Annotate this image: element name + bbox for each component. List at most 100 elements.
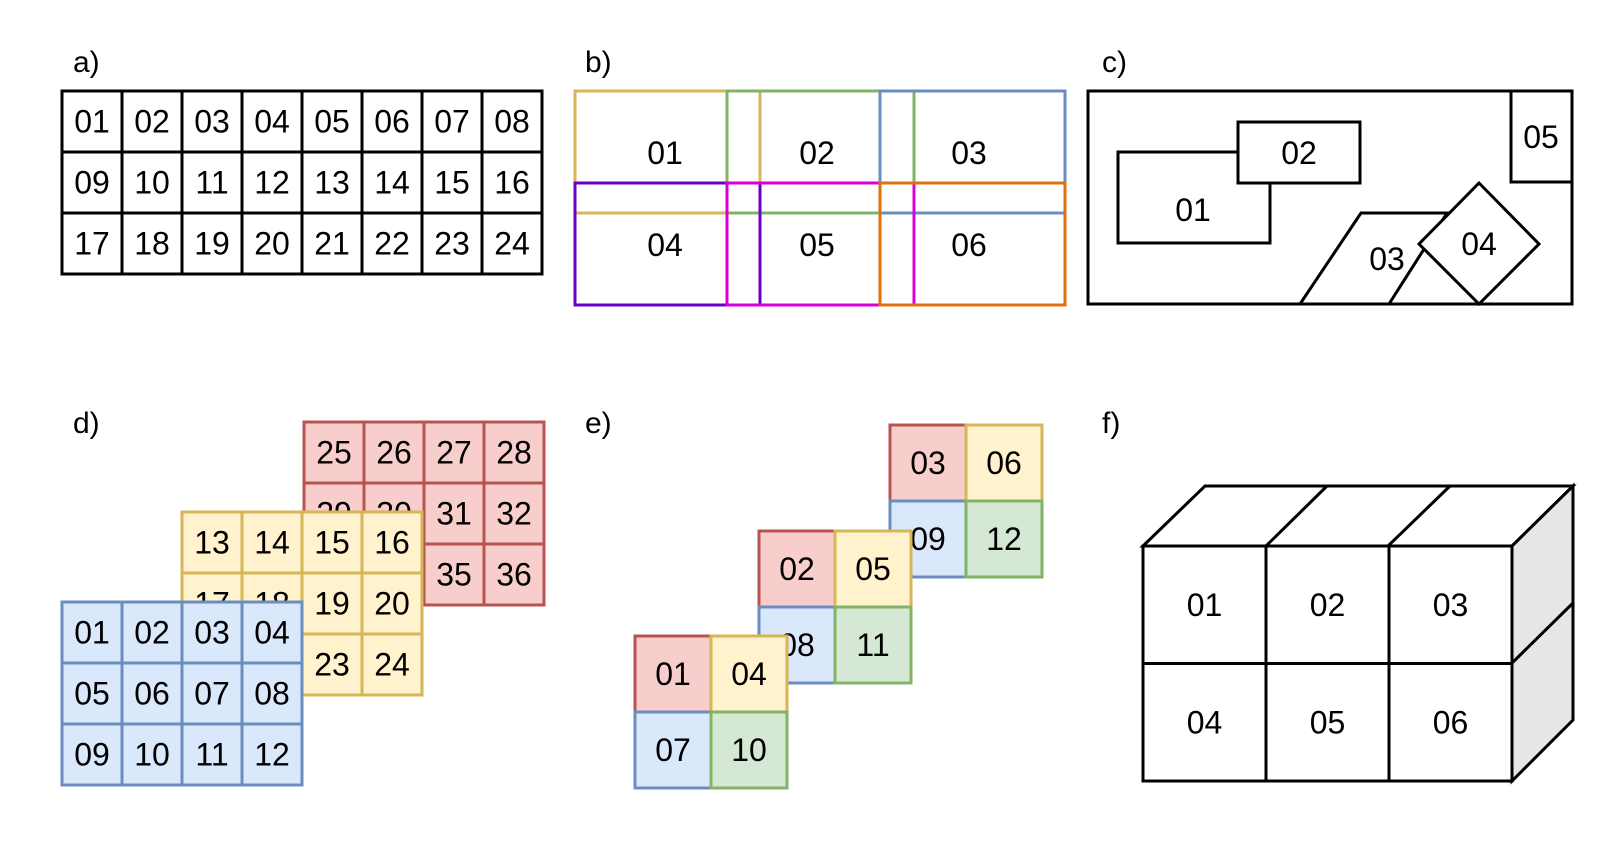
layer-cell-label: 05 <box>74 676 110 712</box>
overlap-block-label: 02 <box>799 135 835 171</box>
block-cell-label: 01 <box>655 656 691 692</box>
overlap-block-label: 05 <box>799 227 835 263</box>
grid-cell-label: 08 <box>494 104 530 140</box>
box-front-cell-label: 01 <box>1187 587 1223 623</box>
shape-02-label: 02 <box>1281 135 1317 171</box>
layer-cell-label: 19 <box>314 586 350 622</box>
box-front-cell-label: 02 <box>1310 587 1346 623</box>
overlap-block-label: 04 <box>647 227 683 263</box>
box-top-divider-1 <box>1264 484 1329 548</box>
block-cell-label: 10 <box>731 732 767 768</box>
layer-cell-label: 01 <box>74 615 110 651</box>
box-front-cell-label: 06 <box>1433 704 1469 740</box>
block-cell-label: 11 <box>856 627 889 663</box>
layer-cell-label: 13 <box>194 525 230 561</box>
panel-d-label: d) <box>73 407 100 440</box>
grid-cell-label: 19 <box>194 226 230 262</box>
overlap-block-label: 03 <box>951 135 987 171</box>
box-top-divider-2 <box>1386 484 1452 548</box>
layer-cell-label: 28 <box>496 435 532 471</box>
layer-cell <box>180 661 244 726</box>
overlap-block <box>878 89 1067 215</box>
block-cell <box>964 499 1044 579</box>
grid-cell <box>180 211 244 276</box>
grid-cell-label: 22 <box>374 226 410 262</box>
block-cell-label: 05 <box>855 551 891 587</box>
grid-cell-label: 09 <box>74 165 110 201</box>
panel-a-label: a) <box>73 46 100 79</box>
shape-03 <box>1297 211 1450 306</box>
grid-cell <box>480 150 544 215</box>
block-cell-label: 12 <box>986 521 1022 557</box>
block-cell <box>964 423 1044 503</box>
layer-cell-label: 08 <box>254 676 290 712</box>
shape-02 <box>1236 120 1362 185</box>
layer-cell <box>240 600 304 665</box>
box-front-cell-label: 03 <box>1433 587 1469 623</box>
box-top-face <box>1139 484 1577 548</box>
grid-cell-label: 16 <box>494 165 530 201</box>
layer-cell <box>60 722 124 787</box>
layer-cell-label: 31 <box>436 496 472 532</box>
block-cell-label: 03 <box>910 445 946 481</box>
panel-b-label: b) <box>585 46 612 79</box>
shape-05-label: 05 <box>1523 119 1559 155</box>
grid-cell-label: 24 <box>494 226 530 262</box>
layer-cell-label: 07 <box>194 676 230 712</box>
layer-cell <box>360 571 424 636</box>
overlap-block <box>878 181 1067 307</box>
grid-cell-label: 05 <box>314 104 350 140</box>
grid-cell-label: 23 <box>434 226 470 262</box>
layer-cell-label: 03 <box>194 615 230 651</box>
shape-04-label: 04 <box>1461 226 1497 262</box>
layer-cell-label: 24 <box>374 647 410 683</box>
grid-cell-label: 14 <box>374 165 410 201</box>
overlap-block-label: 06 <box>951 227 987 263</box>
grid-cell-label: 21 <box>314 226 350 262</box>
layer-cell-label: 36 <box>496 557 532 593</box>
block-cell-label: 07 <box>655 732 691 768</box>
layer-cell-label: 32 <box>496 496 532 532</box>
grid-cell <box>300 211 364 276</box>
grid-cell <box>120 150 184 215</box>
grid-cell-label: 03 <box>194 104 230 140</box>
box-front-cell <box>1387 662 1514 783</box>
layer-cell-label: 02 <box>134 615 170 651</box>
panel-c-irregular-shapes: 01 02 03 04 05 <box>1086 89 1574 307</box>
grid-cell-label: 17 <box>74 226 110 262</box>
layer-cell-label: 35 <box>436 557 472 593</box>
block-cell <box>709 710 789 790</box>
layer-cell <box>360 510 424 575</box>
layer-cell-label: 04 <box>254 615 290 651</box>
layer-cell-label: 06 <box>134 676 170 712</box>
grid-cell-label: 07 <box>434 104 470 140</box>
overlap-block <box>573 89 762 215</box>
panel-f-label: f) <box>1102 407 1120 440</box>
layer-cell-label: 14 <box>254 525 290 561</box>
grid-cell-label: 02 <box>134 104 170 140</box>
layer-cell-label: 27 <box>436 435 472 471</box>
panel-e-label: e) <box>585 407 612 440</box>
grid-cell <box>240 211 304 276</box>
block-cell <box>833 529 913 609</box>
layer-cell <box>422 481 486 546</box>
shape-05 <box>1509 89 1574 184</box>
grid-cell-label: 06 <box>374 104 410 140</box>
grid-cell-label: 11 <box>195 165 228 201</box>
grid-cell-label: 04 <box>254 104 290 140</box>
block-cell-label: 04 <box>731 656 767 692</box>
layer-cell <box>240 722 304 787</box>
layer-cell-label: 15 <box>314 525 350 561</box>
shape-03-label: 03 <box>1369 241 1405 277</box>
overlap-block <box>725 181 916 307</box>
layer-cell <box>482 542 546 607</box>
overlap-block <box>573 181 762 307</box>
layer-cell <box>240 510 304 575</box>
grid-cell-label: 01 <box>74 104 110 140</box>
grid-cell-label: 10 <box>134 165 170 201</box>
layer-cell <box>360 632 424 697</box>
